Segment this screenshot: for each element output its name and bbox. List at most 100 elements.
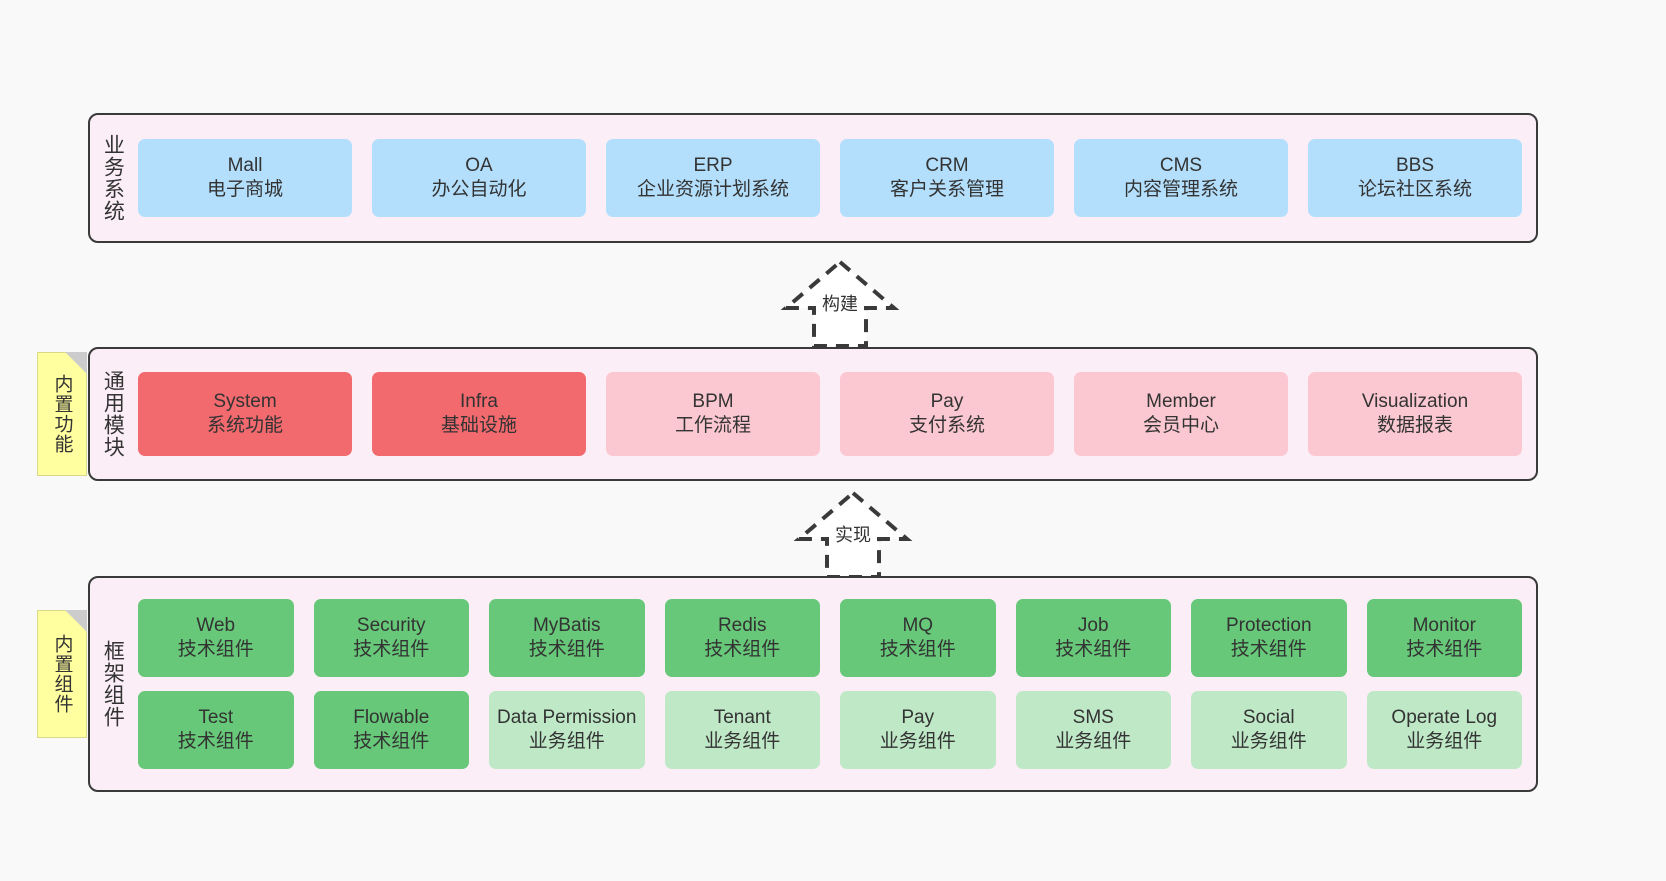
node-title-cn: 技术组件	[528, 639, 605, 660]
node-title-en: OA	[465, 154, 493, 176]
node-title-cn: 技术组件	[1055, 639, 1132, 660]
node-visualization[interactable]: Visualization 数据报表	[1308, 372, 1522, 456]
node-title-cn: 技术组件	[177, 639, 254, 660]
node-title-cn: 工作流程	[674, 415, 751, 436]
node-tenant[interactable]: Tenant 业务组件	[664, 691, 820, 769]
node-title-en: BBS	[1395, 154, 1435, 176]
framework-components-row-2: Test 技术组件 Flowable 技术组件 Data Permission …	[138, 691, 1522, 769]
node-title-cn: 业务组件	[879, 731, 956, 752]
layer-framework-components: 框架组件 Web 技术组件 Security 技术组件 MyBatis 技术组件…	[88, 576, 1538, 792]
note-builtin-functions: 内置功能	[37, 352, 87, 476]
node-pay-component[interactable]: Pay 业务组件	[840, 691, 996, 769]
layer-label-common-modules: 通用模块	[101, 370, 125, 458]
node-protection[interactable]: Protection 技术组件	[1191, 599, 1347, 677]
node-title-en: BPM	[692, 390, 734, 412]
connector-implement: 实现	[773, 489, 933, 581]
node-title-en: Tenant	[713, 706, 771, 728]
node-erp[interactable]: ERP 企业资源计划系统	[606, 139, 820, 217]
node-title-cn: 业务组件	[1406, 731, 1483, 752]
layer-label-framework-components: 框架组件	[101, 640, 125, 728]
layer-body-business-systems: Mall 电子商城 OA 办公自动化 ERP 企业资源计划系统 CRM 客户关系…	[134, 115, 1536, 241]
connector-build: 构建	[760, 258, 920, 350]
node-title-en: ERP	[693, 154, 733, 176]
node-data-permission[interactable]: Data Permission 业务组件	[489, 691, 645, 769]
node-mall[interactable]: Mall 电子商城	[138, 139, 352, 217]
node-bbs[interactable]: BBS 论坛社区系统	[1308, 139, 1522, 217]
node-flowable[interactable]: Flowable 技术组件	[313, 691, 469, 769]
node-social[interactable]: Social 业务组件	[1191, 691, 1347, 769]
node-title-en: CMS	[1159, 154, 1203, 176]
node-title-cn: 技术组件	[1406, 639, 1483, 660]
layer-body-framework-components: Web 技术组件 Security 技术组件 MyBatis 技术组件 Redi…	[134, 578, 1536, 790]
node-pay-module[interactable]: Pay 支付系统	[840, 372, 1054, 456]
node-title-cn: 业务组件	[1230, 731, 1307, 752]
node-sms[interactable]: SMS 业务组件	[1015, 691, 1171, 769]
node-mybatis[interactable]: MyBatis 技术组件	[489, 599, 645, 677]
node-title-en: Test	[198, 706, 234, 728]
node-bpm[interactable]: BPM 工作流程	[606, 372, 820, 456]
node-title-en: Pay	[930, 390, 964, 412]
node-title-cn: 办公自动化	[431, 179, 527, 200]
node-title-en: Social	[1242, 706, 1295, 728]
node-monitor[interactable]: Monitor 技术组件	[1366, 599, 1522, 677]
node-title-en: Job	[1077, 614, 1109, 636]
note-builtin-components: 内置组件	[37, 610, 87, 738]
node-title-cn: 技术组件	[353, 639, 430, 660]
layer-body-common-modules: System 系统功能 Infra 基础设施 BPM 工作流程 Pay 支付系统…	[134, 349, 1536, 479]
node-crm[interactable]: CRM 客户关系管理	[840, 139, 1054, 217]
node-title-en: Redis	[717, 614, 767, 636]
node-title-cn: 业务组件	[528, 731, 605, 752]
node-title-en: Member	[1146, 390, 1216, 412]
node-title-en: MQ	[902, 614, 934, 636]
node-title-en: Infra	[459, 390, 499, 412]
node-title-en: MyBatis	[532, 614, 601, 636]
node-operate-log[interactable]: Operate Log 业务组件	[1366, 691, 1522, 769]
node-title-en: CRM	[925, 154, 969, 176]
layer-business-systems: 业务系统 Mall 电子商城 OA 办公自动化 ERP 企业资源计划系统 CRM…	[88, 113, 1538, 243]
node-title-cn: 业务组件	[704, 731, 781, 752]
node-system[interactable]: System 系统功能	[138, 372, 352, 456]
node-test[interactable]: Test 技术组件	[138, 691, 294, 769]
node-title-en: Data Permission	[497, 706, 637, 728]
node-title-cn: 数据报表	[1376, 415, 1453, 436]
node-web[interactable]: Web 技术组件	[138, 599, 294, 677]
node-title-cn: 技术组件	[1230, 639, 1307, 660]
node-title-cn: 业务组件	[1055, 731, 1132, 752]
node-title-en: Web	[196, 614, 236, 636]
node-title-en: Monitor	[1412, 614, 1476, 636]
note-builtin-components-label: 内置组件	[51, 634, 73, 714]
dashed-hollow-arrow-icon	[780, 259, 900, 348]
node-member[interactable]: Member 会员中心	[1074, 372, 1288, 456]
business-systems-row: Mall 电子商城 OA 办公自动化 ERP 企业资源计划系统 CRM 客户关系…	[138, 139, 1522, 217]
node-mq[interactable]: MQ 技术组件	[840, 599, 996, 677]
node-title-cn: 电子商城	[206, 179, 283, 200]
node-title-en: Mall	[227, 154, 263, 176]
node-title-en: Pay	[901, 706, 935, 728]
node-title-cn: 系统功能	[206, 415, 283, 436]
node-cms[interactable]: CMS 内容管理系统	[1074, 139, 1288, 217]
node-title-en: Protection	[1225, 614, 1312, 636]
dashed-hollow-arrow-icon	[793, 490, 913, 579]
node-oa[interactable]: OA 办公自动化	[372, 139, 586, 217]
node-job[interactable]: Job 技术组件	[1015, 599, 1171, 677]
node-title-cn: 企业资源计划系统	[636, 179, 789, 200]
node-title-cn: 内容管理系统	[1123, 179, 1238, 200]
layer-common-modules: 通用模块 System 系统功能 Infra 基础设施 BPM 工作流程 Pay…	[88, 347, 1538, 481]
framework-components-row-1: Web 技术组件 Security 技术组件 MyBatis 技术组件 Redi…	[138, 599, 1522, 677]
node-title-cn: 支付系统	[908, 415, 985, 436]
common-modules-row: System 系统功能 Infra 基础设施 BPM 工作流程 Pay 支付系统…	[138, 372, 1522, 456]
node-title-cn: 客户关系管理	[889, 179, 1004, 200]
node-title-en: Security	[356, 614, 426, 636]
layer-label-business-systems: 业务系统	[101, 134, 125, 222]
node-title-cn: 基础设施	[440, 415, 517, 436]
node-security[interactable]: Security 技术组件	[313, 599, 469, 677]
node-title-cn: 技术组件	[704, 639, 781, 660]
node-title-cn: 论坛社区系统	[1357, 179, 1472, 200]
node-infra[interactable]: Infra 基础设施	[372, 372, 586, 456]
node-title-en: Operate Log	[1391, 706, 1498, 728]
node-title-cn: 技术组件	[353, 731, 430, 752]
node-title-en: SMS	[1072, 706, 1114, 728]
node-redis[interactable]: Redis 技术组件	[664, 599, 820, 677]
node-title-en: System	[213, 390, 277, 412]
